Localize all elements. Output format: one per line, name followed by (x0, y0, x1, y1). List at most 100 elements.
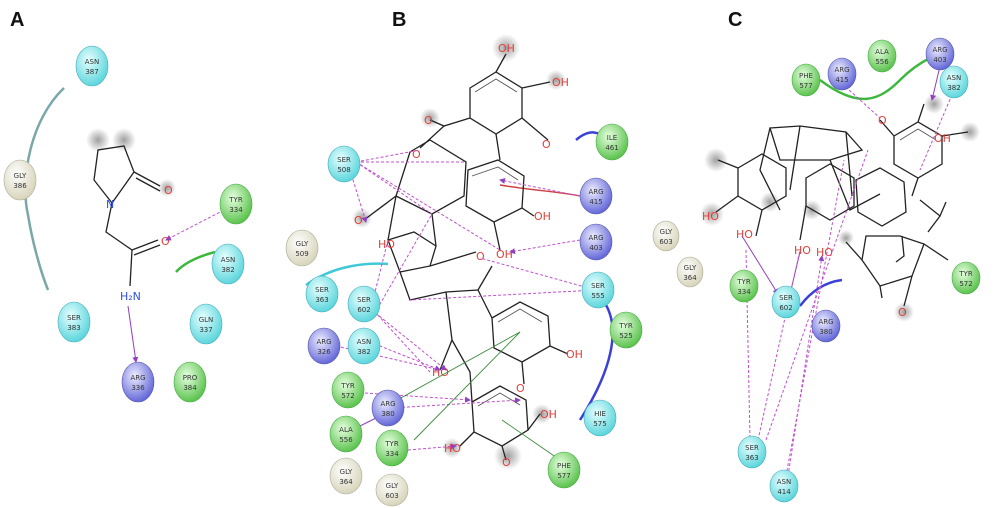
svg-text:SER: SER (779, 294, 793, 302)
atom-label: OH (498, 42, 515, 55)
residue-node: ALA 556 (329, 415, 363, 453)
svg-text:TYR: TYR (618, 322, 633, 330)
svg-text:SER: SER (315, 286, 329, 294)
svg-text:PHE: PHE (557, 462, 571, 470)
solvent-exposure-halo (546, 70, 566, 90)
atom-label: O (898, 306, 907, 319)
svg-text:602: 602 (779, 304, 792, 312)
svg-text:SER: SER (745, 444, 759, 452)
svg-text:382: 382 (357, 348, 370, 356)
svg-text:TYR: TYR (736, 278, 751, 286)
svg-text:ARG: ARG (818, 318, 833, 326)
svg-text:382: 382 (947, 84, 960, 92)
svg-text:461: 461 (605, 144, 618, 152)
panel-label-b: B (392, 9, 406, 31)
svg-text:ALA: ALA (339, 426, 353, 434)
svg-text:ARG: ARG (130, 374, 145, 382)
pocket-contour (499, 184, 581, 197)
atom-label: O (502, 456, 511, 469)
ligand-molecule (93, 145, 161, 287)
panel-b: B (285, 9, 643, 507)
residue-node: TYR 334 (219, 183, 253, 225)
residue-node: GLY 386 (3, 159, 37, 201)
svg-text:363: 363 (315, 296, 328, 304)
svg-text:GLY: GLY (340, 468, 353, 476)
svg-text:364: 364 (339, 478, 353, 486)
panel-a: A O N O H₂N ASN 387 (3, 9, 253, 403)
svg-text:ARG: ARG (588, 188, 603, 196)
svg-text:387: 387 (85, 68, 98, 76)
atom-label: OH (934, 132, 951, 145)
residue-node: ASN 382 (347, 327, 381, 365)
solvent-exposure-halo (760, 192, 780, 212)
solvent-exposure-halo (700, 202, 724, 226)
svg-text:509: 509 (295, 250, 308, 258)
svg-text:556: 556 (875, 58, 889, 66)
solvent-exposure-halo (704, 148, 728, 172)
svg-text:556: 556 (339, 436, 353, 444)
svg-text:TYR: TYR (228, 196, 243, 204)
svg-text:SER: SER (337, 156, 351, 164)
svg-text:337: 337 (199, 326, 212, 334)
pocket-contour (175, 250, 216, 273)
svg-text:GLN: GLN (199, 316, 214, 324)
solvent-exposure-halo (420, 108, 440, 128)
solvent-exposure-halo (494, 442, 522, 470)
svg-text:ASN: ASN (357, 338, 371, 346)
svg-text:GLY: GLY (684, 264, 697, 272)
solvent-exposure-halo (492, 34, 520, 62)
svg-text:ASN: ASN (947, 74, 961, 82)
atom-label: OH (534, 210, 551, 223)
svg-text:PHE: PHE (799, 72, 813, 80)
svg-text:364: 364 (683, 274, 697, 282)
svg-text:415: 415 (835, 76, 848, 84)
residue-node: SER 363 (305, 275, 339, 313)
residue-node: PHE 577 (547, 451, 581, 489)
pocket-contour (24, 87, 65, 291)
atom-label: OH (540, 408, 557, 421)
atom-label: O (354, 214, 363, 227)
svg-text:TYR: TYR (384, 440, 399, 448)
panel-label-a: A (10, 9, 24, 31)
ligand-molecule (363, 53, 569, 461)
ligand-molecule (715, 103, 969, 307)
residue-node: SER 383 (57, 301, 91, 343)
atom-label: OH (566, 348, 583, 361)
svg-text:384: 384 (183, 384, 197, 392)
svg-text:525: 525 (619, 332, 632, 340)
residue-node: ARG 415 (579, 177, 613, 215)
svg-text:383: 383 (67, 324, 80, 332)
svg-text:414: 414 (777, 488, 791, 496)
atom-label: OH (496, 248, 513, 261)
residue-node: SER 602 (771, 285, 801, 319)
residue-node: TYR 525 (609, 311, 643, 349)
svg-text:415: 415 (589, 198, 602, 206)
svg-text:GLY: GLY (660, 228, 673, 236)
svg-text:ARG: ARG (316, 338, 331, 346)
svg-text:PRO: PRO (183, 374, 198, 382)
svg-text:GLY: GLY (14, 172, 27, 180)
svg-text:555: 555 (591, 292, 604, 300)
svg-text:403: 403 (933, 56, 946, 64)
atom-label: HO (794, 244, 811, 257)
svg-text:577: 577 (557, 472, 570, 480)
svg-text:ARG: ARG (380, 400, 395, 408)
svg-text:575: 575 (593, 420, 606, 428)
svg-text:386: 386 (13, 182, 27, 190)
hydrogen-bond-line (165, 209, 225, 241)
atom-label: N (106, 198, 114, 211)
atom-label: O (164, 184, 173, 197)
svg-text:HIE: HIE (594, 410, 606, 418)
svg-text:380: 380 (381, 410, 394, 418)
